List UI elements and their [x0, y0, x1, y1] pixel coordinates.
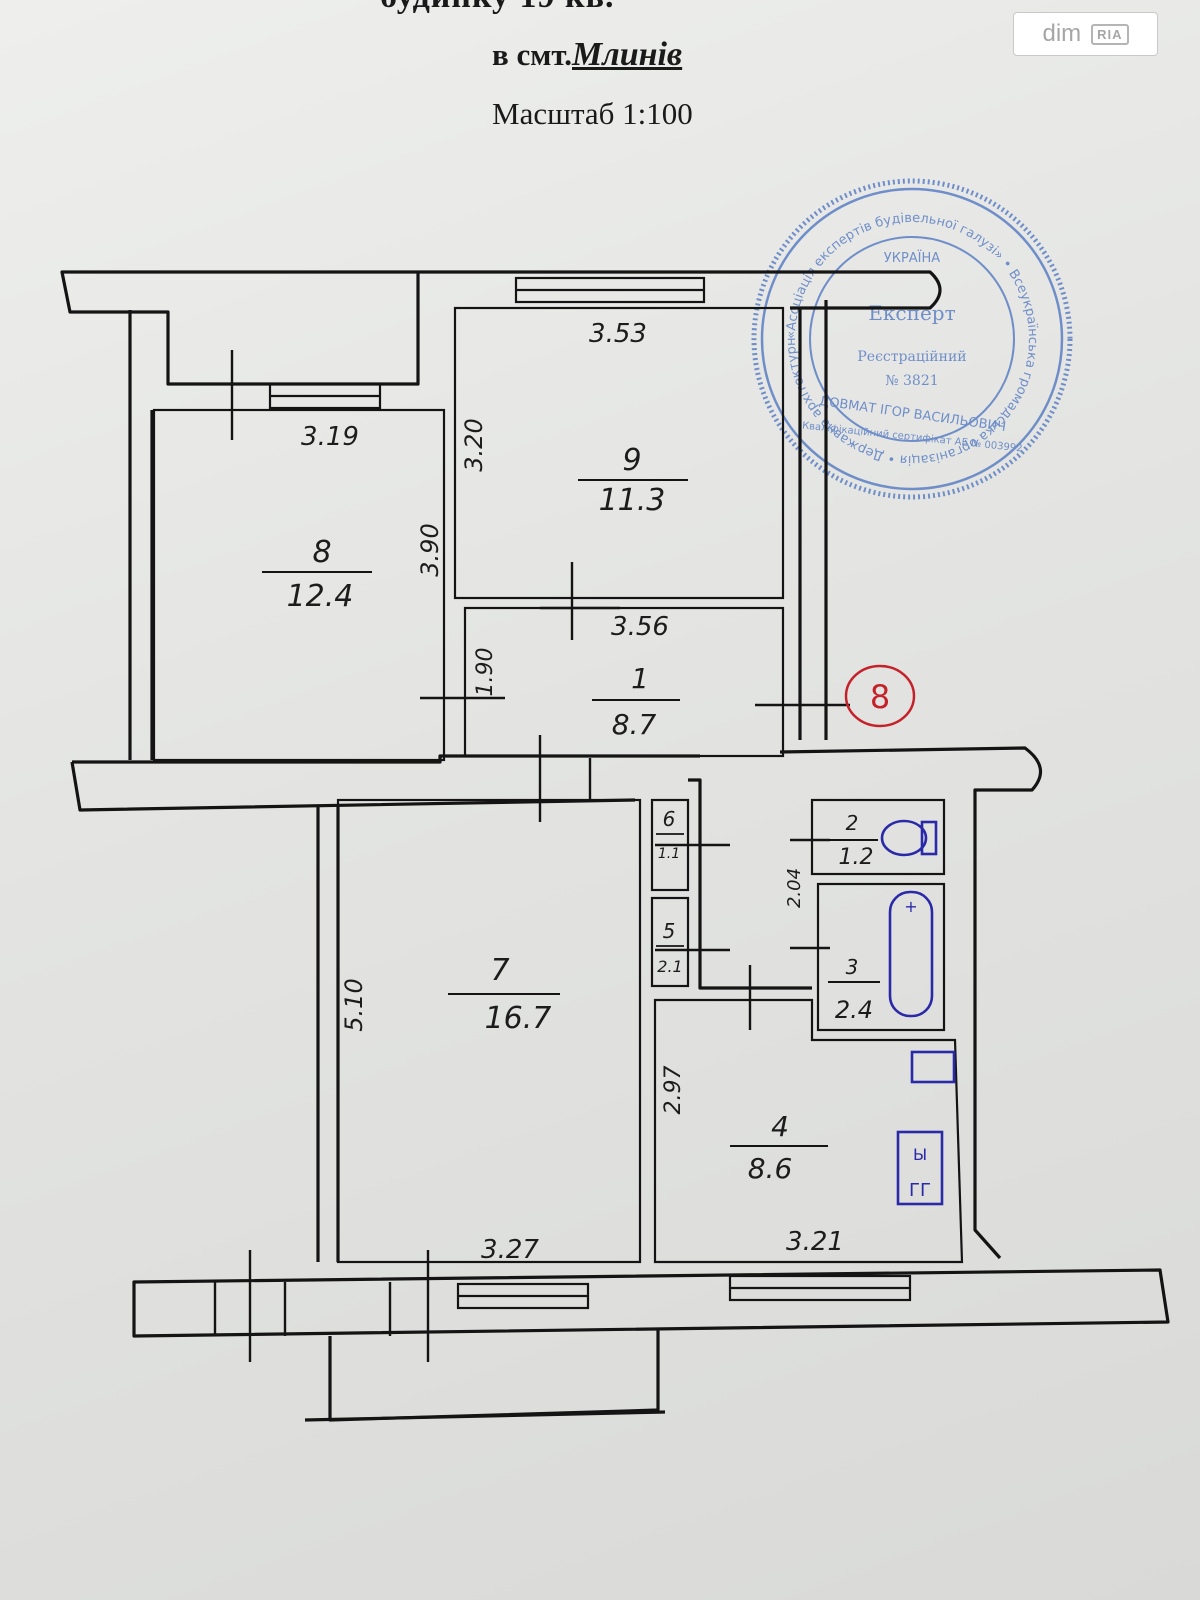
room-9-outline — [453, 306, 785, 600]
outer-wall-top — [418, 270, 942, 310]
drain-icon: + — [904, 897, 917, 916]
stamp-ring-2 — [760, 187, 1064, 491]
header-address-cut: будинку 19 кв. — [380, 0, 615, 16]
room-1-width: 3.56 — [611, 612, 669, 642]
room-3-area: 2.4 — [835, 996, 873, 1024]
room-8-number: 8 — [312, 535, 331, 570]
middle-band-bottom — [70, 761, 636, 812]
room-6-area: 1.1 — [658, 846, 680, 862]
room-5-outline — [650, 896, 690, 988]
room-7-height: 5.10 — [340, 978, 368, 1031]
room-9-area: 11.3 — [599, 483, 666, 518]
room-4-outline — [653, 998, 964, 1264]
stamp-ring-text: «Асоціація експертів будівельної галузі»… — [0, 0, 1040, 467]
town-prefix: в смт. — [492, 37, 573, 72]
stamp-outer-ring — [751, 178, 1073, 500]
door-marks — [213, 350, 850, 1362]
lower-balcony-edge — [304, 1410, 666, 1422]
stove-marker-top: Ы — [913, 1145, 927, 1164]
room-4-number: 4 — [771, 1110, 789, 1143]
room-4-area: 8.6 — [748, 1152, 793, 1185]
room-2-area: 1.2 — [839, 845, 874, 870]
stamp-country: УКРАЇНА — [884, 250, 940, 266]
room-1-height: 1.90 — [473, 648, 498, 697]
stamp-reg-number: № 3821 — [885, 373, 938, 389]
room-labels: 3.53 3.20 9 11.3 3.19 3.90 8 12.4 3.56 1… — [262, 319, 880, 1265]
watermark-brand: dim — [1042, 20, 1082, 47]
room-2-outline — [810, 798, 946, 876]
middle-band-top — [72, 754, 700, 764]
room-3-outline — [816, 882, 946, 1032]
east-wall — [779, 746, 1042, 1260]
top-balcony-wall — [60, 270, 420, 386]
room-7-number: 7 — [490, 953, 509, 988]
lower-balcony — [328, 1330, 660, 1422]
red-circle — [844, 664, 916, 728]
room-7-area: 16.7 — [485, 1001, 552, 1036]
expert-stamp: «Асоціація експертів будівельної галузі»… — [0, 0, 1073, 500]
room-8-height: 3.90 — [416, 523, 444, 576]
bathtub-icon — [888, 890, 934, 1018]
corridor-wall-left — [688, 778, 812, 990]
room-5-area: 2.1 — [657, 957, 682, 976]
room-6-number: 6 — [663, 807, 676, 831]
toilet-tank-icon — [920, 820, 938, 856]
room-1-number: 1 — [631, 662, 649, 695]
room-5-number: 5 — [663, 919, 676, 943]
room-8-outline — [152, 408, 446, 762]
room-9-number: 9 — [622, 443, 641, 478]
toilet-icon — [880, 819, 928, 857]
room-8-width: 3.19 — [301, 422, 359, 452]
watermark-sub: RIA — [1091, 23, 1129, 45]
header-scale: Масштаб 1:100 — [492, 96, 693, 131]
room-1-area: 8.7 — [612, 708, 657, 741]
corridor-dimension: 2.04 — [784, 868, 805, 908]
header-town: в смт.Млинів — [492, 36, 682, 74]
stamp-reg-label: Реєстраційний — [857, 349, 966, 365]
dim-ria-watermark[interactable]: dim RIA — [1013, 12, 1158, 56]
room-7-width: 3.27 — [481, 1235, 539, 1265]
red-annotation-number: 8 — [870, 678, 890, 716]
town-name: Млинів — [572, 36, 683, 73]
fixtures: + Ы ГГ — [880, 819, 956, 1206]
stove-marker-bottom: ГГ — [909, 1180, 931, 1201]
bottom-band — [132, 1268, 1170, 1338]
stove-icon — [896, 1130, 944, 1206]
room-8-area: 12.4 — [287, 579, 354, 614]
stamp-inner-ring — [809, 236, 1015, 442]
room-4-height: 2.97 — [661, 1066, 686, 1115]
room-9-width: 3.53 — [589, 319, 647, 349]
walls — [60, 270, 1170, 1422]
room-9-height: 3.20 — [460, 418, 488, 471]
windows — [268, 276, 912, 1310]
room-4-width: 3.21 — [786, 1227, 844, 1257]
room-2-number: 2 — [846, 811, 859, 835]
room-7-outline — [336, 798, 642, 1264]
stamp-role: Експерт — [868, 301, 955, 325]
sink-icon — [910, 1050, 956, 1084]
room-3-number: 3 — [846, 955, 859, 979]
red-annotation: 8 — [844, 664, 916, 728]
